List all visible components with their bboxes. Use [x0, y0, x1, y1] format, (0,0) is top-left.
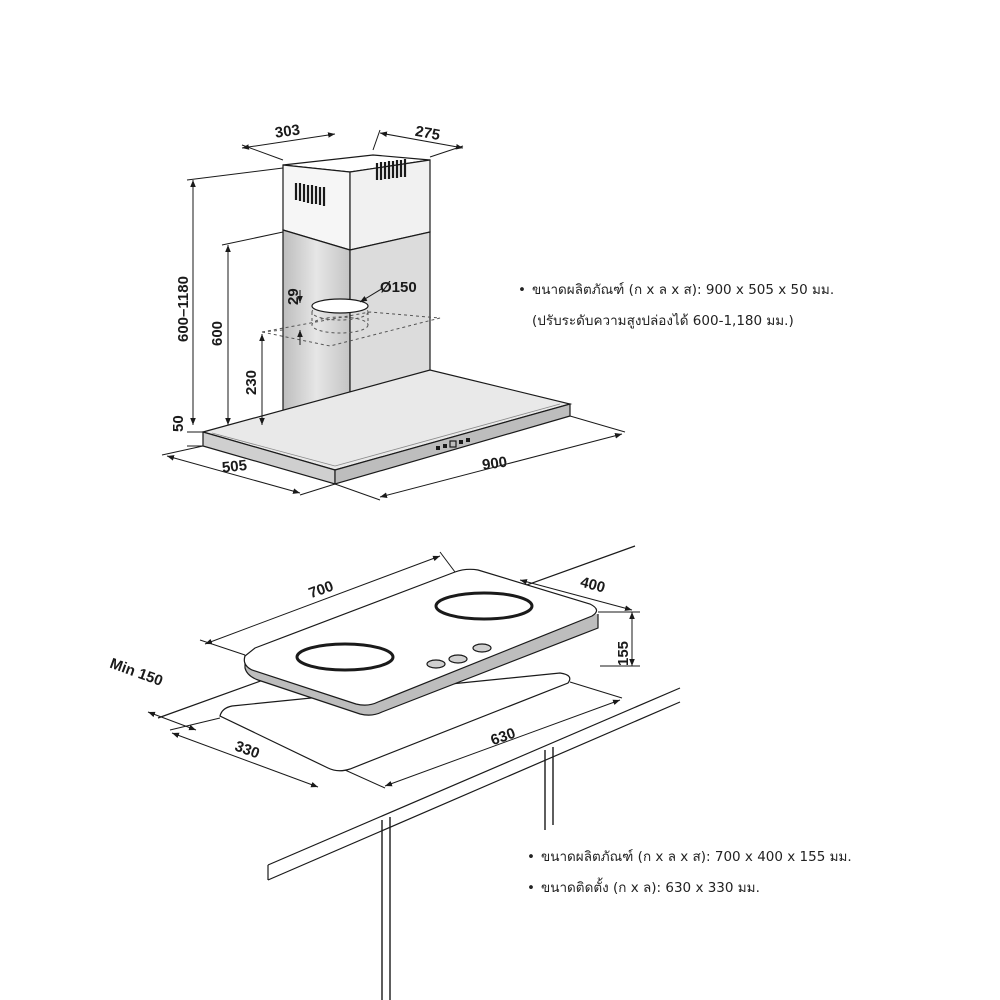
dim-400: 400 [578, 574, 607, 597]
dim-600: 600 [209, 321, 226, 346]
hob-drawing [157, 545, 681, 1000]
dim-29: 29 [285, 288, 302, 305]
vent-left [294, 183, 326, 206]
control-knob-1 [426, 659, 446, 669]
bullet: • [527, 849, 535, 865]
dim-303: 303 [274, 121, 301, 141]
vent-right [375, 159, 407, 180]
hood-dimension-labels: 303 275 Ø150 29 600–1180 600 230 50 505 … [170, 121, 508, 476]
dim-900: 900 [481, 454, 508, 474]
dim-min-150: Min 150 [108, 655, 166, 690]
bullet: • [518, 282, 526, 298]
dim-630: 630 [488, 725, 517, 750]
dim-50: 50 [170, 415, 187, 432]
duct-cylinder [311, 298, 369, 314]
hood-spec-line-2: (ปรับระดับความสูงปล่องได้ 600-1,180 มม.) [532, 313, 794, 329]
dim-505: 505 [221, 457, 248, 477]
control-knob-2 [448, 654, 468, 664]
control-knob-3 [472, 643, 492, 653]
hood-dimension-lines [161, 129, 626, 501]
dim-230: 230 [243, 370, 260, 395]
bullet: • [527, 880, 535, 896]
dim-330: 330 [232, 738, 261, 763]
dim-275: 275 [414, 123, 442, 144]
hob-dimension-lines [147, 551, 640, 789]
dim-155: 155 [615, 641, 632, 666]
dim-150: Ø150 [380, 279, 417, 296]
hob-spec-line-1: •ขนาดผลิตภัณฑ์ (ก x ล x ส): 700 x 400 x … [527, 849, 852, 865]
dim-600-1180: 600–1180 [175, 276, 192, 342]
cooker-hood-drawing [200, 154, 573, 485]
dim-700: 700 [306, 578, 335, 603]
hob-spec-line-2: •ขนาดติดตั้ง (ก x ล): 630 x 330 มม. [527, 880, 760, 896]
hood-spec-line-1: •ขนาดผลิตภัณฑ์ (ก x ล x ส): 900 x 505 x … [518, 282, 835, 298]
counter-legs [381, 747, 554, 1000]
